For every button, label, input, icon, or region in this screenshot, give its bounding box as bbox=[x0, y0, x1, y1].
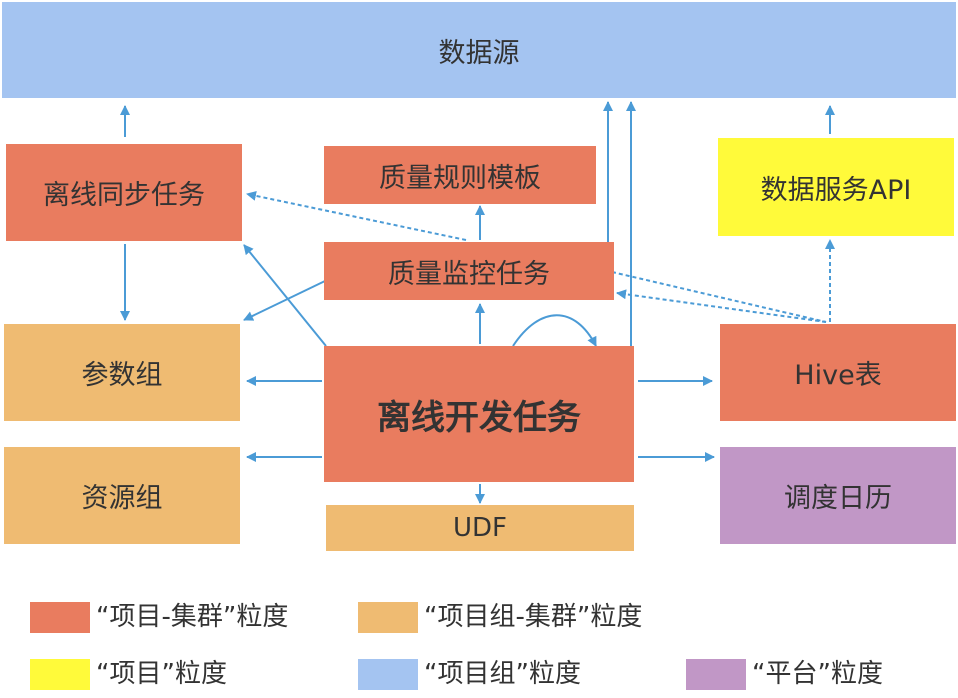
offline-sync-task-box: 离线同步任务 bbox=[6, 144, 242, 241]
arrow-dev-to-sync bbox=[243, 244, 327, 347]
quality-rule-template-label: 质量规则模板 bbox=[379, 162, 541, 194]
offline-sync-task-label: 离线同步任务 bbox=[43, 180, 205, 211]
legend-label-group-cluster: “项目组-集群”粒度 bbox=[424, 602, 643, 632]
legend-swatch-project-cluster bbox=[30, 602, 90, 633]
legend-label-project-cluster: “项目-集群”粒度 bbox=[96, 602, 289, 632]
hive-table-box: Hive表 bbox=[720, 324, 956, 421]
schedule-calendar-label: 调度日历 bbox=[784, 483, 892, 514]
hive-table-label: Hive表 bbox=[794, 360, 882, 391]
udf-label: UDF bbox=[452, 513, 507, 543]
data-source-box: 数据源 bbox=[2, 2, 956, 98]
offline-dev-task-label: 离线开发任务 bbox=[377, 397, 581, 438]
dashed-arrow-hive-to-monitor bbox=[616, 289, 827, 323]
data-source-label: 数据源 bbox=[438, 37, 520, 69]
legend-label-project: “项目”粒度 bbox=[96, 659, 227, 689]
resource-group-box: 资源组 bbox=[4, 447, 240, 544]
param-group-label: 参数组 bbox=[81, 360, 163, 391]
quality-monitor-task-box: 质量监控任务 bbox=[324, 242, 614, 300]
legend-swatch-group bbox=[358, 659, 418, 690]
data-service-api-label: 数据服务API bbox=[760, 174, 912, 206]
dashed-arrow-monitor-to-sync bbox=[246, 190, 467, 241]
legend-swatch-group-cluster bbox=[358, 602, 418, 633]
legend-swatch-project bbox=[30, 659, 90, 690]
legend-swatch-platform bbox=[686, 659, 746, 690]
param-group-box: 参数组 bbox=[4, 324, 240, 421]
legend-label-platform: “平台”粒度 bbox=[752, 659, 883, 689]
resource-group-label: 资源组 bbox=[81, 483, 163, 514]
quality-rule-template-box: 质量规则模板 bbox=[324, 146, 596, 204]
arrow-monitor-to-param bbox=[243, 280, 326, 321]
dashed-line-monitor-to-hive bbox=[611, 271, 827, 323]
udf-box: UDF bbox=[326, 505, 634, 551]
legend-label-group: “项目组”粒度 bbox=[424, 659, 581, 689]
schedule-calendar-box: 调度日历 bbox=[720, 447, 956, 544]
quality-monitor-task-label: 质量监控任务 bbox=[388, 258, 550, 290]
data-service-api-box: 数据服务API bbox=[718, 138, 954, 236]
arrow-dev-self-loop bbox=[512, 314, 597, 347]
offline-dev-task-box: 离线开发任务 bbox=[324, 346, 634, 482]
